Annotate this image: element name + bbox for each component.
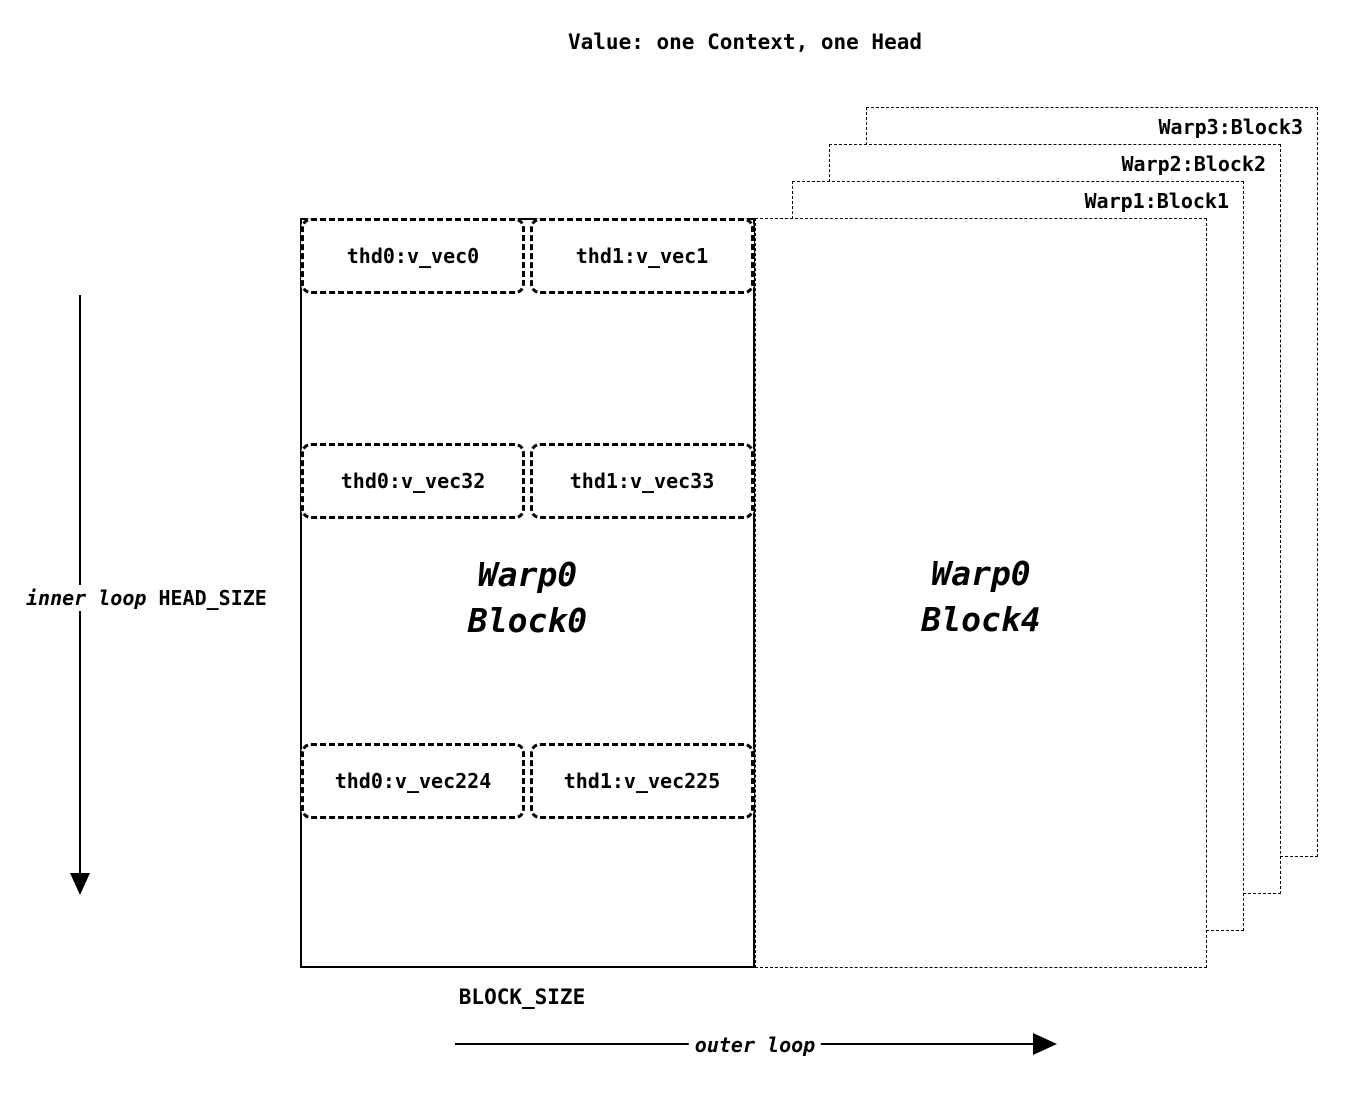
thread-box-thd1-vvec225: thd1:v_vec225 (530, 743, 754, 819)
panel-warp3-label: Warp3:Block3 (1158, 115, 1304, 139)
warp0-block0-label-line2: Block0 (467, 601, 588, 640)
thread-box-thd0-vvec0: thd0:v_vec0 (301, 218, 525, 294)
diagram-title: Value: one Context, one Head (567, 30, 923, 54)
warp0-block0-label-line1: Warp0 (477, 555, 578, 594)
thread-box-thd1-vvec1: thd1:v_vec1 (530, 218, 754, 294)
inner-loop-text: inner loop (26, 586, 147, 610)
warp0-block4-label-line1: Warp0 (931, 554, 1031, 593)
block-warp0-block0: thd0:v_vec0 thd1:v_vec1 thd0:v_vec32 thd… (300, 218, 755, 968)
thread-row-top: thd0:v_vec0 thd1:v_vec1 (301, 218, 754, 294)
outer-loop-arrow-head-icon (1033, 1033, 1057, 1055)
thread-box-thd0-vvec32: thd0:v_vec32 (301, 443, 525, 519)
panel-warp0-block4: Warp0 Block4 (755, 218, 1207, 968)
inner-loop-label: inner loop HEAD_SIZE (24, 585, 269, 611)
warp0-block0-label: Warp0 Block0 (302, 552, 753, 644)
thread-box-thd0-vvec224: thd0:v_vec224 (301, 743, 525, 819)
outer-loop-label: outer loop (688, 1033, 822, 1057)
warp0-block4-label: Warp0 Block4 (756, 551, 1206, 643)
thread-row-middle: thd0:v_vec32 thd1:v_vec33 (301, 443, 754, 519)
panel-warp2-label: Warp2:Block2 (1121, 152, 1267, 176)
warp0-block4-label-line2: Block4 (921, 600, 1041, 639)
head-size-text: HEAD_SIZE (158, 586, 267, 610)
thread-box-thd1-vvec33: thd1:v_vec33 (530, 443, 754, 519)
thread-row-bottom: thd0:v_vec224 thd1:v_vec225 (301, 743, 754, 819)
panel-warp1-label: Warp1:Block1 (1084, 189, 1230, 213)
block-size-label: BLOCK_SIZE (458, 985, 586, 1009)
inner-loop-arrow-head-icon (70, 873, 90, 895)
